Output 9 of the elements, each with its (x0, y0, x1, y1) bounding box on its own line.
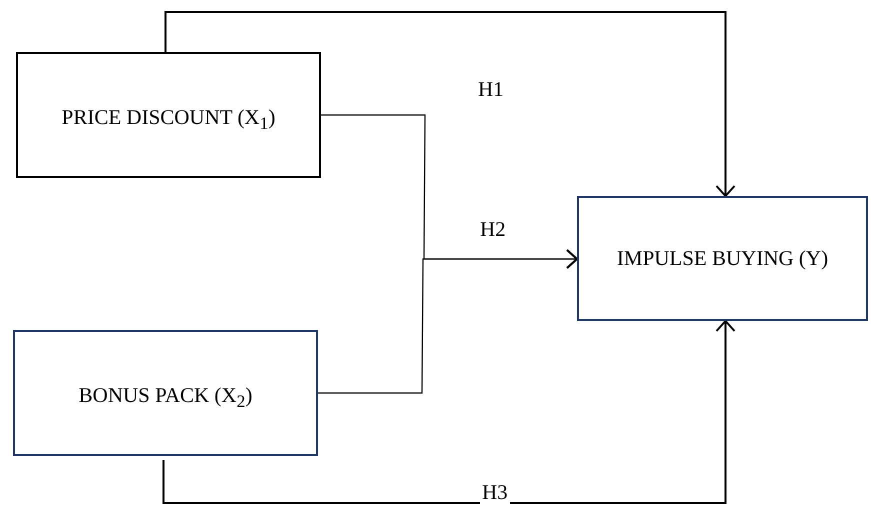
variable-box (577, 196, 868, 321)
variable-label: IMPULSE BUYING (Y) (616, 244, 828, 272)
arrow (318, 249, 578, 394)
variable-label: BONUS PACK (X$_{2}$) (78, 382, 252, 413)
variable-box (16, 52, 321, 178)
variable-label: PRICE DISCOUNT (X$_{1}$) (62, 104, 276, 135)
variable-box (13, 330, 318, 456)
arrow (164, 11, 736, 197)
arrow (162, 320, 736, 504)
